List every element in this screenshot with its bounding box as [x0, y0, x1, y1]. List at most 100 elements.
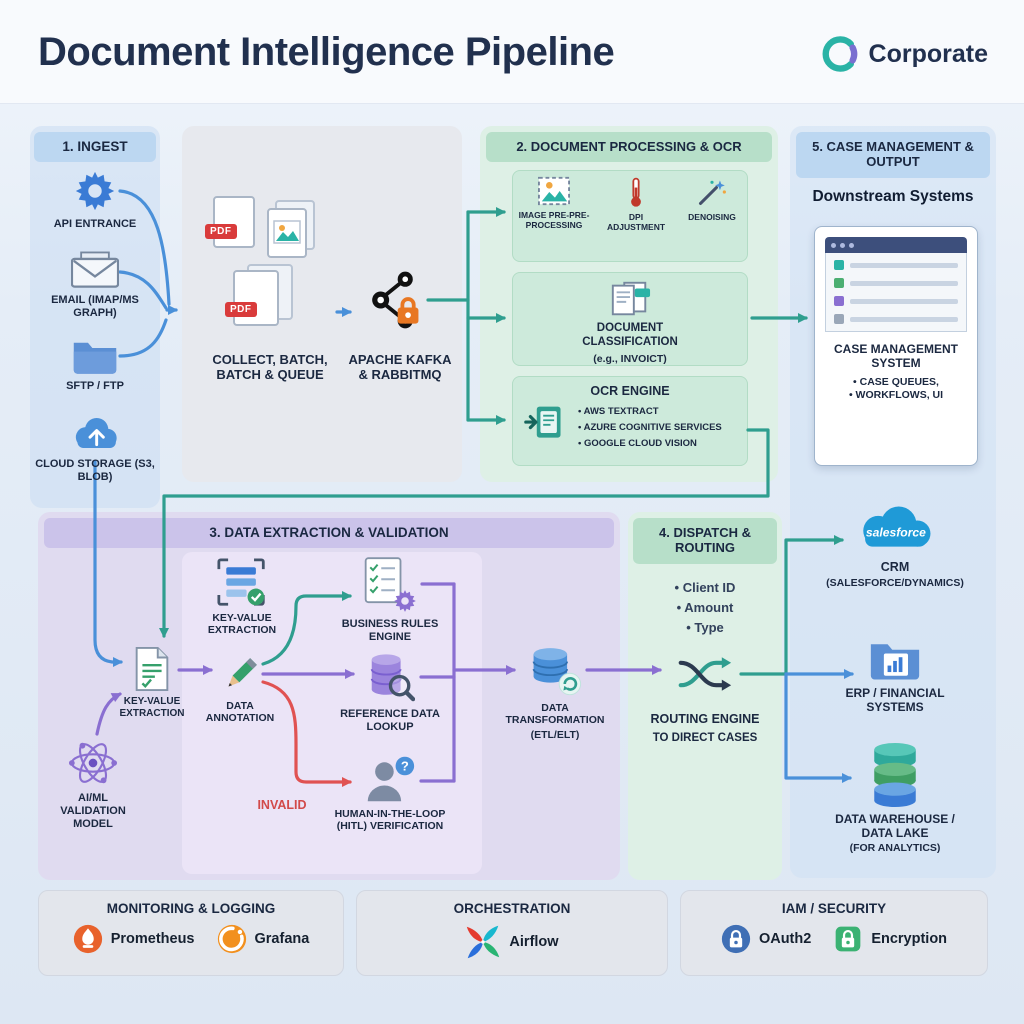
image-preprocess-label: IMAGE PRE-PRE-PROCESSING — [518, 210, 590, 231]
orchestration-title: ORCHESTRATION — [453, 901, 571, 916]
ingest-header: 1. INGEST — [34, 132, 156, 162]
encryption-label: Encryption — [871, 931, 948, 947]
key-value-extraction-icon — [217, 558, 265, 606]
business-rules-icon — [362, 556, 418, 614]
pdf-file-icon-2: PDF — [225, 270, 279, 326]
oauth-item: OAuth2 — [721, 924, 811, 954]
api-entrance-node: API ENTRANCE — [35, 168, 155, 231]
annotation-label: DATA ANNOTATION — [205, 700, 275, 725]
case-queue-row — [834, 296, 958, 306]
collect-label: COLLECT, BATCH, BATCH & QUEUE — [212, 352, 328, 383]
erp-folder-chart-icon — [870, 644, 920, 680]
sftp-label: SFTP / FTP — [66, 380, 124, 392]
aiml-node: AI/ML VALIDATION MODEL — [46, 738, 140, 831]
grafana-item: Grafana — [217, 924, 310, 954]
browser-body — [825, 253, 967, 332]
crm-label: CRM — [880, 560, 910, 574]
extraction-header: 3. DATA EXTRACTION & VALIDATION — [44, 518, 614, 548]
folder-icon — [73, 342, 117, 374]
prometheus-label: Prometheus — [110, 931, 195, 947]
api-entrance-label: API ENTRANCE — [53, 218, 137, 230]
kv-doc-node: KEY-VALUE EXTRACTION — [108, 646, 196, 720]
oauth-lock-icon — [721, 924, 751, 954]
grafana-label: Grafana — [254, 931, 310, 947]
gear-icon — [392, 588, 418, 614]
criteria-item: • Type — [686, 620, 724, 636]
wand-icon — [698, 180, 726, 206]
reference-lookup-label: REFERENCE DATA LOOKUP — [340, 708, 440, 733]
image-preprocess-node: IMAGE PRE-PRE-PROCESSING — [516, 176, 592, 232]
invalid-label: INVALID — [257, 798, 307, 812]
email-node: EMAIL (IMAP/MS GRAPH) — [35, 250, 155, 320]
denoising-label: DENOISING — [688, 212, 736, 222]
dw-sub: (FOR ANALYTICS) — [849, 842, 941, 855]
denoising-node: DENOISING — [680, 176, 744, 232]
classification-title: DOCUMENT CLASSIFICATION — [582, 322, 678, 348]
sftp-node: SFTP / FTP — [35, 336, 155, 393]
case-box-bullet: • WORKFLOWS, UI — [848, 388, 944, 401]
image-preprocess-icon — [538, 176, 570, 206]
criteria-item: • Client ID — [674, 580, 736, 595]
file-cluster: PDF PDF — [205, 196, 335, 346]
document-lines-icon — [135, 646, 169, 692]
ocr-item: • AWS TEXTRACT — [578, 406, 659, 417]
dw-label: DATA WAREHOUSE / DATA LAKE — [835, 812, 955, 841]
encryption-lock-icon — [835, 926, 861, 952]
kafka-label: APACHE KAFKA & RABBITMQ — [348, 352, 452, 383]
crm-node: salesforce CRM (SALESFORCE/DYNAMICS) — [808, 500, 982, 589]
airflow-label: Airflow — [509, 934, 559, 950]
monitoring-box: MONITORING & LOGGING Prometheus Grafana — [38, 890, 344, 976]
erp-node: ERP / FINANCIAL SYSTEMS — [808, 638, 982, 714]
prometheus-icon — [73, 924, 102, 954]
airflow-item: Airflow — [465, 924, 559, 960]
email-label: EMAIL (IMAP/MS GRAPH) — [51, 294, 139, 319]
case-queue-row — [834, 260, 958, 270]
kv-extraction-top-label: KEY-VALUE EXTRACTION — [207, 612, 277, 637]
encryption-item: Encryption — [833, 924, 947, 954]
pdf-badge-2: PDF — [225, 302, 257, 317]
criteria-item: • Amount — [676, 600, 734, 616]
cloud-icon — [75, 418, 117, 448]
case-queue-row — [834, 278, 958, 288]
classification-node: DOCUMENT CLASSIFICATION (e.g., INVOICT) — [512, 280, 748, 366]
case-box-bullet: • CASE QUEUES, — [853, 376, 939, 389]
dpi-adjustment-label: DPI ADJUSTMENT — [606, 212, 666, 233]
human-in-the-loop-icon: ? — [367, 756, 415, 802]
reference-data-lookup-icon — [370, 654, 415, 702]
processing-header: 2. DOCUMENT PROCESSING & OCR — [486, 132, 772, 162]
output-header: 5. CASE MANAGEMENT & OUTPUT — [796, 132, 990, 178]
document-classification-icon — [611, 281, 651, 316]
kv-doc-label: KEY-VALUE EXTRACTION — [119, 696, 185, 719]
email-icon — [71, 251, 119, 288]
transformation-node: DATA TRANSFORMATION (ETL/ELT) — [502, 642, 608, 741]
hitl-node: ? HUMAN-IN-THE-LOOP (HITL) VERIFICATION — [322, 754, 458, 833]
routing-sub: TO DIRECT CASES — [652, 732, 758, 744]
reference-lookup-node: REFERENCE DATA LOOKUP — [330, 650, 450, 734]
routing-engine-icon — [678, 657, 732, 691]
case-queue-row — [834, 314, 958, 324]
grafana-icon — [217, 924, 246, 954]
downstream-subtitle: Downstream Systems — [812, 188, 974, 205]
data-transformation-icon — [532, 648, 582, 696]
ocr-item: • AZURE COGNITIVE SERVICES — [578, 422, 722, 434]
routing-label: ROUTING ENGINE — [650, 712, 760, 726]
ocr-title: OCR ENGINE — [590, 384, 670, 398]
brand-name: Corporate — [868, 39, 988, 68]
cloud-storage-label: CLOUD STORAGE (S3, BLOB) — [35, 458, 155, 483]
pdf-file-icon: PDF — [205, 196, 255, 248]
ocr-item: • GOOGLE CLOUD VISION — [578, 438, 697, 450]
airflow-icon — [467, 925, 500, 959]
dpi-adjustment-node: DPI ADJUSTMENT — [600, 176, 672, 232]
case-box-title: CASE MANAGEMENT SYSTEM — [833, 342, 958, 371]
page-title: Document Intelligence Pipeline — [38, 30, 615, 74]
business-rules-node: BUSINESS RULES ENGINE — [328, 556, 452, 644]
brand-logo: Corporate — [819, 34, 988, 74]
ai-ml-model-icon — [68, 742, 118, 784]
ocr-list: • AWS TEXTRACT • AZURE COGNITIVE SERVICE… — [578, 404, 746, 452]
kafka-icon — [372, 271, 419, 329]
security-box: IAM / SECURITY OAuth2 Encryption — [680, 890, 988, 976]
salesforce-icon: salesforce — [863, 506, 931, 547]
question-glyph: ? — [401, 759, 409, 774]
pencil-icon — [228, 658, 257, 687]
salesforce-wordmark: salesforce — [866, 525, 926, 539]
